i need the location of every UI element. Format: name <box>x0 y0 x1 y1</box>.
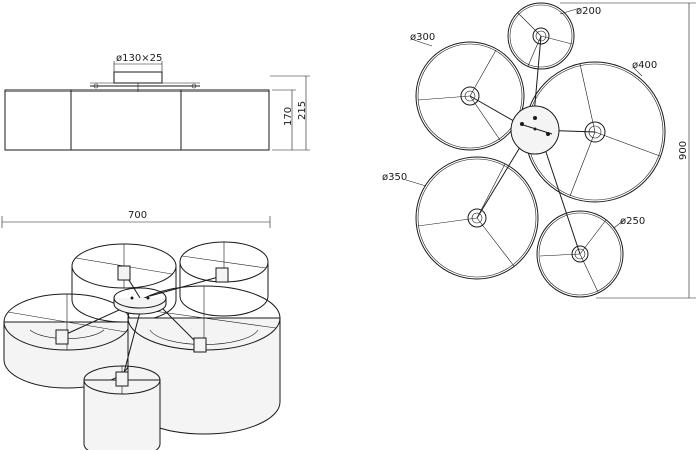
front-elevation-view: ø130×25 170 215 <box>4 53 310 151</box>
top-canopy <box>510 105 560 155</box>
width-dimension: 700 <box>1 210 271 228</box>
depth-label: 900 <box>678 141 689 160</box>
shade-band <box>4 89 270 151</box>
shade-200-label: ø200 <box>576 6 601 17</box>
top-shade-250 <box>536 210 624 298</box>
shade-400-label: ø400 <box>632 60 657 71</box>
shade-350-label: ø350 <box>382 172 407 183</box>
top-shade-350 <box>415 156 539 280</box>
iso-shade-left <box>3 293 131 389</box>
diameter-leaders <box>405 7 643 229</box>
shade-300-label: ø300 <box>410 32 435 43</box>
shade-250-label: ø250 <box>620 216 645 227</box>
top-shade-200 <box>507 2 575 70</box>
iso-shade-front <box>83 365 161 450</box>
top-shade-300 <box>415 41 525 151</box>
shade-height-label: 170 <box>283 107 294 126</box>
isometric-view <box>3 241 281 450</box>
top-view: ø200 ø300 ø400 ø350 ø250 900 <box>382 2 696 299</box>
iso-canopy <box>113 287 167 315</box>
iso-sockets <box>55 265 229 387</box>
width-label: 700 <box>128 210 147 221</box>
depth-dimension: 900 <box>560 2 696 299</box>
canopy <box>113 71 163 84</box>
canopy-dimension-label: ø130×25 <box>116 53 162 64</box>
total-height-label: 215 <box>297 101 308 120</box>
